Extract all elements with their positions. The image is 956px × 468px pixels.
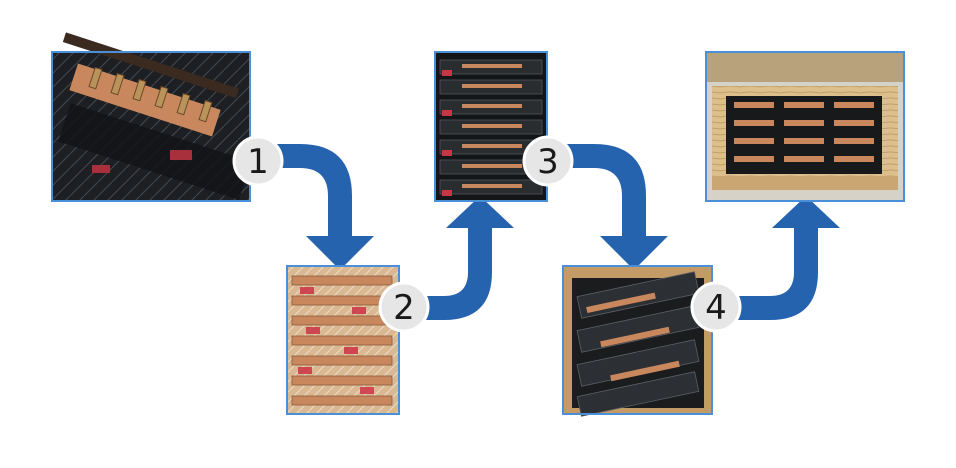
copper-busbar-icon xyxy=(58,32,252,200)
stacked-busbars-icon xyxy=(439,59,543,196)
arrow-3-to-4 xyxy=(556,144,668,270)
photo-step-4 xyxy=(562,265,713,417)
arrow-1-to-2 xyxy=(262,144,374,270)
step-1-badge: 1 xyxy=(232,135,284,187)
step-4-badge: 4 xyxy=(690,281,742,333)
wrapped-busbars-icon xyxy=(291,275,393,406)
photo-step-2 xyxy=(286,265,400,415)
step-3-badge: 3 xyxy=(522,135,574,187)
step-1-number: 1 xyxy=(247,142,269,182)
step-2-number: 2 xyxy=(393,288,415,328)
arrow-2-to-3 xyxy=(410,196,514,320)
step-2-badge: 2 xyxy=(378,281,430,333)
arrow-4-to-5 xyxy=(724,196,840,320)
busbars-in-box-icon xyxy=(572,271,704,417)
wooden-crate-icon xyxy=(706,52,904,190)
photo-step-5 xyxy=(705,51,905,202)
step-4-number: 4 xyxy=(705,288,727,328)
photo-step-1 xyxy=(51,32,252,202)
step-3-number: 3 xyxy=(537,142,559,182)
